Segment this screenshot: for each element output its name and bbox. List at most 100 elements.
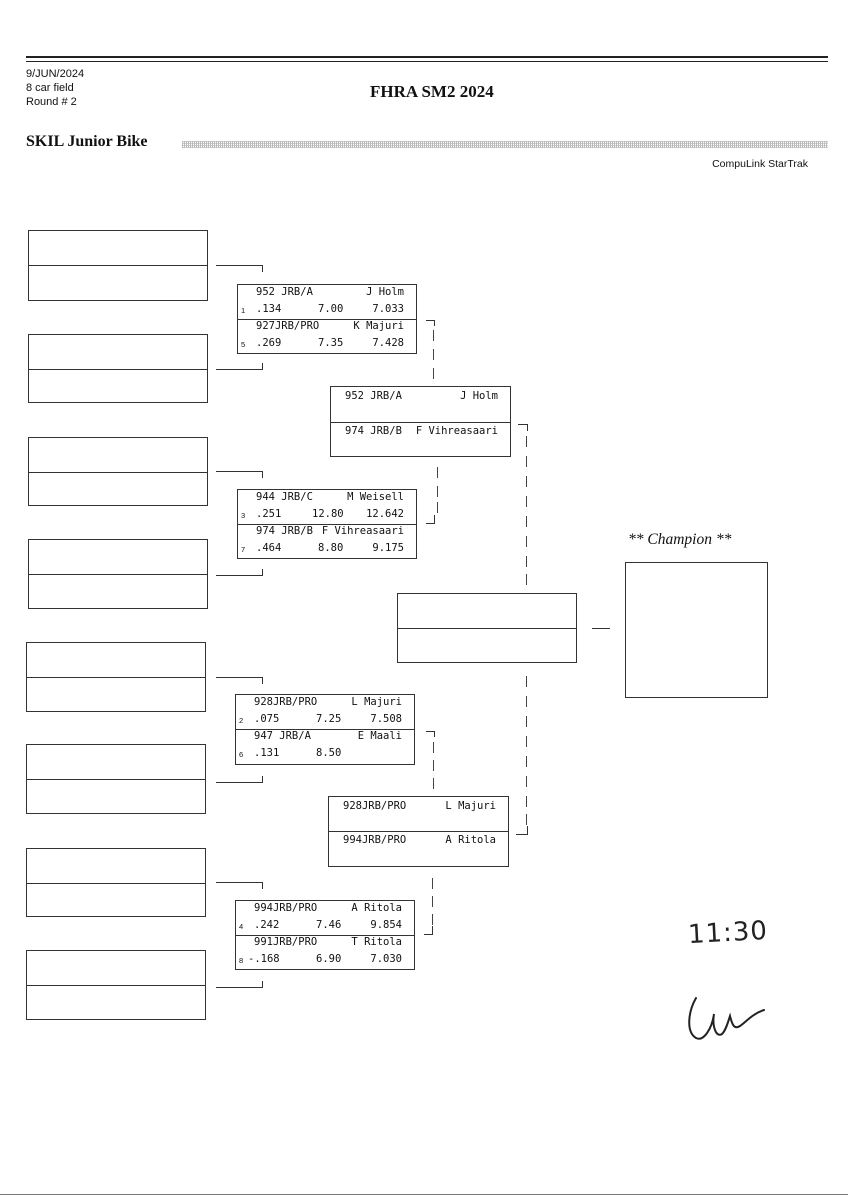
elapsed-time: 7.030: [370, 953, 402, 965]
connector: [437, 467, 438, 478]
connector: [216, 265, 263, 272]
round1-slot-box: [26, 950, 206, 1020]
round1-slot-box: [26, 642, 206, 712]
lane-number: 7: [241, 545, 246, 554]
round2-card-3: 928JRB/PRO L Majuri 2 .075 7.25 7.508 94…: [235, 694, 415, 765]
connector: [216, 569, 263, 576]
connector: [516, 826, 528, 835]
reaction-time: .134: [256, 303, 282, 315]
racer-id: 928JRB/PRO: [254, 696, 318, 708]
connector: [216, 882, 263, 889]
round1-slot-box: [28, 437, 208, 506]
connector: [526, 516, 527, 527]
footer-rule: [0, 1194, 848, 1195]
connector: [433, 368, 434, 379]
connector: [526, 736, 527, 747]
connector: [526, 536, 527, 547]
elapsed-time: 7.508: [370, 713, 402, 725]
lane-number: 6: [239, 750, 244, 759]
field-size: 8 car field: [26, 82, 74, 94]
lane-number: 5: [241, 340, 246, 349]
connector: [216, 981, 263, 988]
event-title: FHRA SM2 2024: [370, 82, 494, 101]
round3-card-2: 928JRB/PRO L Majuri 994JRB/PRO A Ritola: [328, 796, 509, 867]
dial-in: 7.00: [318, 303, 344, 315]
racer-name: J Holm: [366, 286, 404, 298]
round1-slot-box: [28, 230, 208, 301]
lane-number: 2: [239, 716, 244, 725]
round2-card-1: 952 JRB/A J Holm 1 .134 7.00 7.033 927JR…: [237, 284, 417, 354]
connector: [424, 926, 433, 935]
connector: [526, 436, 527, 447]
connector: [216, 776, 263, 783]
lane-number: 1: [241, 306, 246, 315]
racer-name: J Holm: [460, 390, 498, 402]
lane-number: 4: [239, 922, 244, 931]
racer-id: 974 JRB/B: [345, 425, 402, 437]
racer-name: F Vihreasaari: [415, 425, 498, 437]
connector: [437, 502, 438, 513]
racer-name: L Majuri: [445, 800, 496, 812]
round2-card-4: 994JRB/PRO A Ritola 4 .242 7.46 9.854 99…: [235, 900, 415, 970]
connector: [432, 878, 433, 889]
handwritten-signature-icon: [688, 997, 765, 1040]
connector: [426, 731, 435, 737]
round1-slot-box: [26, 848, 206, 917]
dial-in: 7.46: [316, 919, 342, 931]
racer-name: F Vihreasaari: [321, 525, 404, 537]
connector: [433, 760, 434, 771]
racer-id: 947 JRB/A: [254, 730, 311, 742]
racer-id: 952 JRB/A: [256, 286, 313, 298]
connector: [526, 716, 527, 727]
racer-id: 974 JRB/B: [256, 525, 313, 537]
reaction-time: .242: [254, 919, 280, 931]
connector: [526, 696, 527, 707]
elapsed-time: 9.175: [372, 542, 404, 554]
connector: [216, 471, 263, 478]
connector: [433, 349, 434, 360]
event-date: 9/JUN/2024: [26, 68, 85, 80]
header-rule-top: [26, 56, 828, 58]
racer-name: A Ritola: [445, 834, 496, 846]
reaction-time: .464: [256, 542, 282, 554]
connector: [432, 896, 433, 907]
racer-name: L Majuri: [351, 696, 402, 708]
connector: [526, 476, 527, 487]
elapsed-time: 12.642: [366, 508, 404, 520]
dial-in: 12.80: [312, 508, 344, 520]
dial-in: 8.80: [318, 542, 344, 554]
connector: [426, 320, 435, 326]
racer-id: 927JRB/PRO: [256, 320, 320, 332]
round2-card-2: 944 JRB/C M Weisell 3 .251 12.80 12.642 …: [237, 489, 417, 559]
round1-slot-box: [26, 744, 206, 814]
connector: [526, 814, 527, 825]
connector: [426, 515, 435, 524]
connector: [216, 677, 263, 684]
racer-name: K Majuri: [353, 320, 404, 332]
racer-id: 928JRB/PRO: [343, 800, 407, 812]
connector: [526, 776, 527, 787]
reaction-time: .251: [256, 508, 282, 520]
connector: [526, 756, 527, 767]
champion-label: ** Champion **: [628, 531, 732, 548]
connector: [526, 556, 527, 567]
round1-slot-box: [28, 539, 208, 609]
racer-id: 991JRB/PRO: [254, 936, 318, 948]
title-dotted-band: [182, 141, 828, 148]
racer-id: 994JRB/PRO: [343, 834, 407, 846]
lane-number: 3: [241, 511, 246, 520]
connector: [518, 424, 528, 431]
connector: [592, 628, 610, 629]
connector: [216, 363, 263, 370]
elapsed-time: 7.428: [372, 337, 404, 349]
racer-name: A Ritola: [351, 902, 402, 914]
connector: [526, 676, 527, 687]
connector: [437, 486, 438, 497]
class-title: SKIL Junior Bike: [26, 133, 148, 150]
software-label: CompuLink StarTrak: [712, 158, 808, 170]
connector: [526, 456, 527, 467]
dial-in: 7.35: [318, 337, 344, 349]
racer-name: M Weisell: [347, 491, 404, 503]
dial-in: 7.25: [316, 713, 342, 725]
racer-id: 994JRB/PRO: [254, 902, 318, 914]
